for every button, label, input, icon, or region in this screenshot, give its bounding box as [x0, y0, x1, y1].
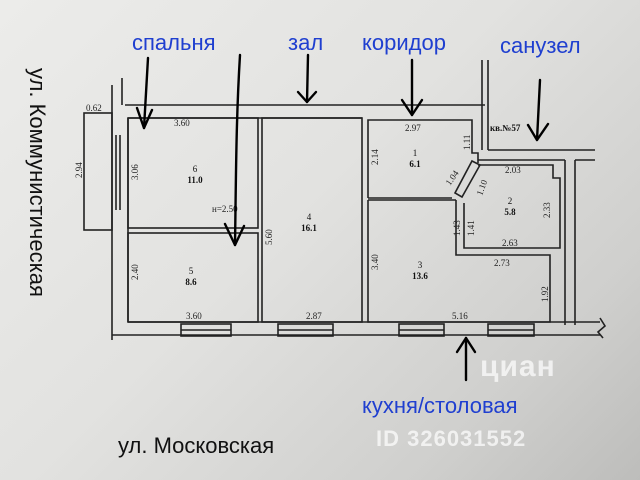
- dim-r3-right: 1.92: [540, 286, 550, 302]
- arrow-bathroom-icon: [526, 78, 550, 142]
- walls: [83, 60, 607, 340]
- watermark-brand: циан: [480, 350, 556, 383]
- label-bathroom: санузел: [500, 33, 581, 58]
- room-3-number: 3: [418, 260, 423, 270]
- street-left: ул. Коммунистическая: [25, 68, 50, 297]
- dim-r4-h: 5.60: [264, 229, 274, 245]
- apartment-number: кв.№57: [490, 123, 521, 133]
- dim-door-b: 1.10: [474, 178, 489, 197]
- room-1-number: 1: [413, 148, 418, 158]
- label-hall: зал: [288, 30, 324, 55]
- room-5-area: 8.6: [185, 277, 197, 287]
- street-bottom: ул. Московская: [118, 433, 275, 458]
- dim-r4-w: 2.87: [306, 311, 322, 321]
- dim-balcony-h: 2.94: [74, 162, 84, 178]
- arrow-bedroom-1-icon: [135, 56, 154, 130]
- dim-r5-h: 2.40: [130, 264, 140, 280]
- dim-r6-w: 3.60: [174, 118, 190, 128]
- dim-r3-h: 3.40: [370, 254, 380, 270]
- dim-r2-h: 2.33: [542, 202, 552, 218]
- label-bedroom: спальня: [132, 30, 216, 55]
- dim-r1-side: 1.11: [462, 135, 472, 150]
- dimension-labels: 0.62 2.94 3.60 3.06 2.40 3.60 5.60 2.87 …: [74, 103, 552, 321]
- arrow-hall-icon: [296, 53, 318, 104]
- room-5-number: 5: [189, 266, 194, 276]
- room-1-area: 6.1: [409, 159, 421, 169]
- label-corridor: коридор: [362, 30, 446, 55]
- watermark-id: ID 326031552: [376, 426, 527, 451]
- ceiling-height: н=2.50: [212, 204, 238, 214]
- dim-balcony-w: 0.62: [86, 103, 102, 113]
- dim-r5-w: 3.60: [186, 311, 202, 321]
- room-2-area: 5.8: [504, 207, 516, 217]
- dim-r1-w: 2.97: [405, 123, 421, 133]
- dim-door-a: 1.04: [443, 168, 461, 187]
- dim-r3-top: 2.73: [494, 258, 510, 268]
- dim-r3-w: 5.16: [452, 311, 468, 321]
- room-2-number: 2: [508, 196, 513, 206]
- arrow-bedroom-2-icon: [223, 53, 246, 247]
- dim-r2-w: 2.03: [505, 165, 521, 175]
- room-labels: 1 6.1 2 5.8 3 13.6 4 16.1 5 8.6 6 11.0: [185, 148, 516, 287]
- dim-r1-h: 2.14: [370, 149, 380, 165]
- arrow-kitchen-icon: [455, 336, 477, 382]
- dim-r6-h: 3.06: [130, 164, 140, 180]
- arrows: [135, 53, 550, 382]
- label-kitchen: кухня/столовая: [362, 393, 518, 418]
- room-3-area: 13.6: [412, 271, 428, 281]
- room-6-number: 6: [193, 164, 198, 174]
- dim-r2-side: 1.41: [466, 220, 476, 236]
- room-6-area: 11.0: [187, 175, 203, 185]
- dim-r2-bottom: 2.63: [502, 238, 518, 248]
- arrow-corridor-icon: [400, 58, 424, 117]
- room-4-number: 4: [307, 212, 312, 222]
- dim-r3-side: 1.43: [452, 220, 462, 236]
- room-4-area: 16.1: [301, 223, 317, 233]
